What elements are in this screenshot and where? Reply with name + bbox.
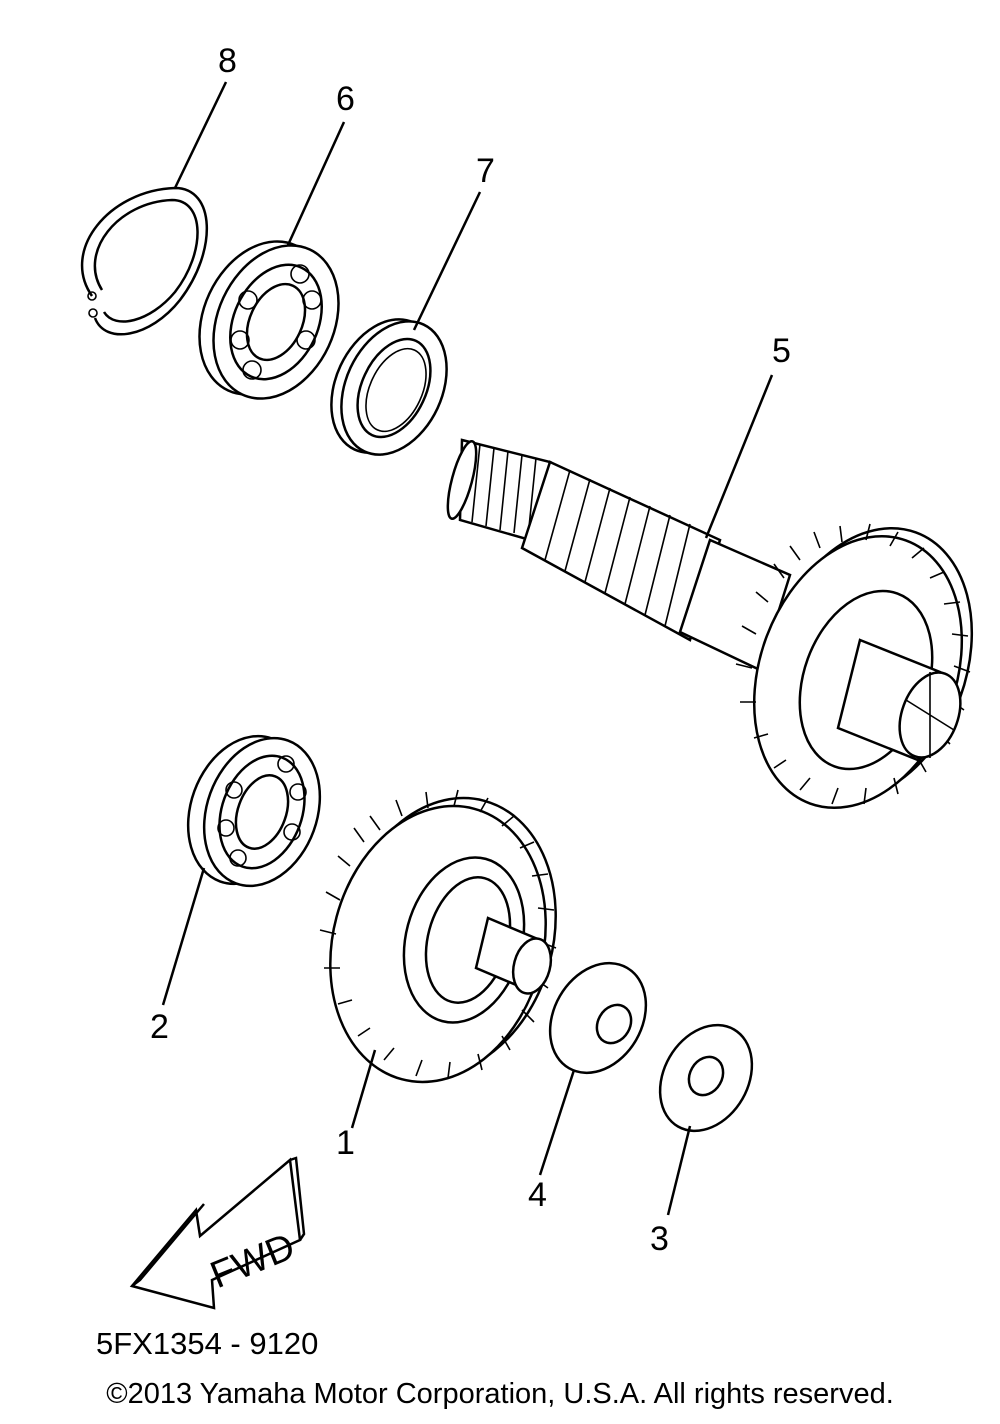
callout-7: 7: [476, 152, 495, 190]
part-2-bearing[interactable]: [168, 720, 339, 902]
callout-5: 5: [772, 332, 791, 370]
copyright-notice: ©2013 Yamaha Motor Corporation, U.S.A. A…: [106, 1378, 894, 1410]
fwd-arrow-icon: FWD: [129, 1156, 306, 1310]
part-4-washer[interactable]: [531, 946, 665, 1090]
diagram-part-code: 5FX1354 - 9120: [96, 1326, 319, 1361]
callout-1: 1: [336, 1124, 355, 1162]
part-1-gear[interactable]: [300, 774, 585, 1107]
callout-4: 4: [528, 1176, 547, 1214]
callout-3: 3: [650, 1220, 669, 1258]
part-3-washer[interactable]: [642, 1009, 771, 1148]
callout-6: 6: [336, 80, 355, 118]
part-8-circlip[interactable]: [80, 186, 209, 336]
callout-2: 2: [150, 1008, 169, 1046]
part-6-bearing[interactable]: [176, 221, 363, 419]
part-7-oil-seal[interactable]: [311, 302, 467, 471]
callout-8: 8: [218, 42, 237, 80]
leader-lines: [161, 81, 774, 1216]
part-5-shaft-gear[interactable]: [442, 438, 1000, 837]
